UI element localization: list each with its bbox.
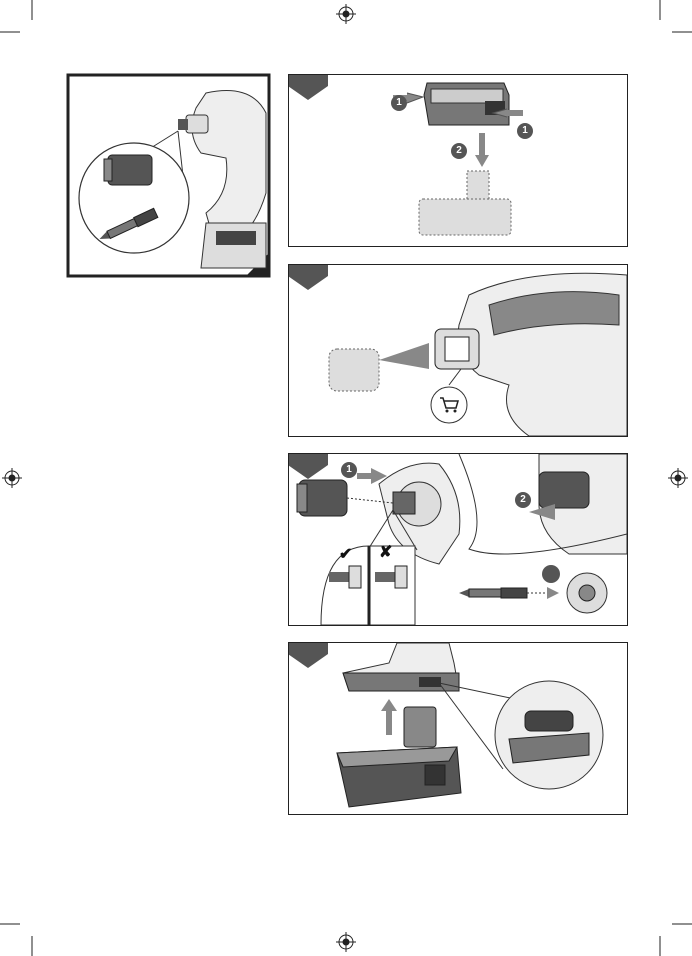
registration-mark-icon-left [2, 468, 22, 488]
registration-mark-icon-top [336, 4, 356, 24]
battery-insert-illustration [289, 643, 627, 814]
panel-battery-release: 1 1 2 [288, 74, 628, 247]
shopping-cart-icon [439, 396, 459, 414]
bit-insertion-illustration [289, 454, 627, 625]
registration-mark-icon-right [668, 468, 688, 488]
step-number-insert-2: 2 [515, 492, 531, 508]
panel-bit-insertion: 1 2 ✔ ✘ [288, 453, 628, 626]
step-number-insert-1: 1 [341, 462, 357, 478]
panel-battery-insert [288, 642, 628, 815]
battery-release-illustration [289, 75, 627, 246]
panel-socket-removal [288, 264, 628, 437]
overview-figure [66, 73, 271, 278]
step-number-2: 2 [451, 143, 467, 159]
registration-mark-icon-bottom [336, 932, 356, 952]
step-number-1b: 1 [517, 123, 533, 139]
step-number-1a: 1 [391, 95, 407, 111]
incorrect-cross-icon: ✘ [379, 542, 392, 562]
correct-check-icon: ✔ [339, 544, 352, 564]
